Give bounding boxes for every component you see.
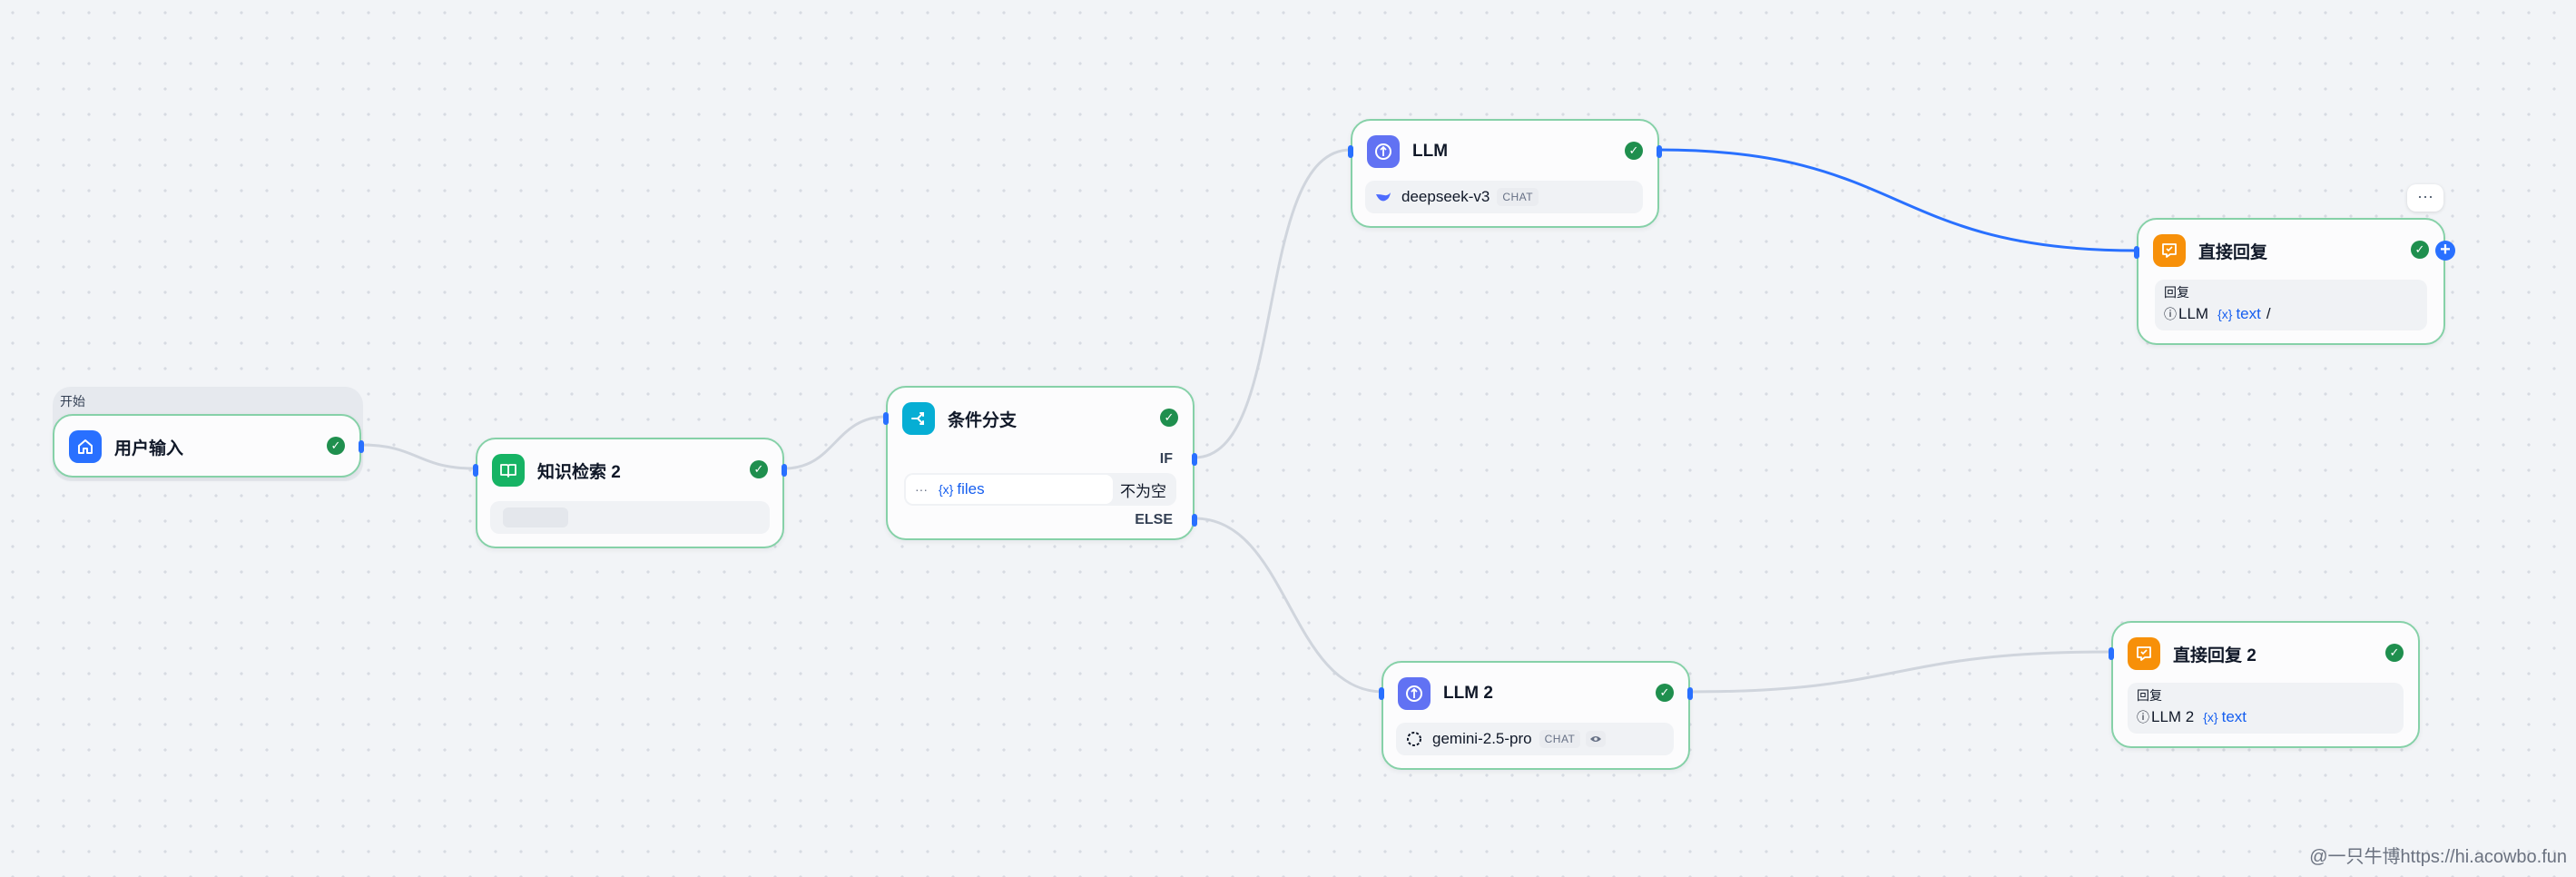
condition-variable-box[interactable]: ··· {x} files [906, 475, 1113, 504]
model-name: gemini-2.5-pro [1432, 730, 1532, 747]
input-handle[interactable] [2134, 246, 2139, 259]
input-handle[interactable] [2109, 647, 2114, 660]
llm-icon [1367, 135, 1400, 168]
condition-variable: files [957, 480, 985, 498]
knowledge-dataset-placeholder [490, 501, 770, 534]
node-title: LLM [1412, 142, 1449, 161]
edge-knowledge-ifelse [783, 415, 887, 470]
success-check-icon: ✓ [2411, 241, 2429, 259]
node-title: 直接回复 2 [2173, 645, 2256, 665]
output-handle[interactable] [1687, 687, 1693, 700]
book-icon [492, 454, 525, 487]
variable-icon: {x} [2217, 307, 2233, 321]
reply-suffix: / [2266, 305, 2271, 322]
ref-node-name: LLM 2 [2151, 708, 2195, 725]
node-title: 条件分支 [948, 410, 1018, 430]
input-handle[interactable] [883, 412, 889, 425]
start-group-label: 开始 [60, 394, 85, 409]
node-if-else[interactable]: 条件分支 ✓ IF ··· {x} files 不为空 ELSE [883, 386, 1197, 540]
edge-llm1-answer1 [1658, 148, 2138, 252]
node-more-button[interactable]: ··· [2407, 184, 2443, 212]
eye-icon [1586, 731, 1607, 747]
node-title: LLM 2 [1443, 684, 1493, 703]
output-handle[interactable] [1657, 145, 1662, 158]
condition-row[interactable]: ··· {x} files 不为空 [904, 473, 1176, 506]
reply-content[interactable]: 回复 ⓘ LLM {x} text / [2155, 280, 2427, 330]
node-title: 用户输入 [114, 438, 184, 458]
variable-icon: {x} [939, 482, 954, 497]
gemini-icon [1405, 730, 1423, 748]
node-direct-reply-2[interactable]: 直接回复 2 ✓ 回复 ⓘ LLM 2 {x} text [2109, 621, 2420, 748]
llm-icon [1398, 677, 1431, 710]
node-user-input[interactable]: 用户输入 ✓ [53, 414, 364, 478]
success-check-icon: ✓ [1656, 684, 1674, 702]
reply-icon [2153, 234, 2186, 267]
reply-content[interactable]: 回复 ⓘ LLM 2 {x} text [2128, 683, 2404, 734]
watermark: @一只牛博https://hi.acowbo.fun [2309, 847, 2567, 867]
reply-variable-ref: ⓘ LLM {x} text / [2164, 305, 2418, 323]
variable-icon: {x} [2203, 710, 2218, 724]
success-check-icon: ✓ [327, 437, 345, 455]
more-icon[interactable]: ··· [915, 482, 928, 497]
ref-variable: text [2221, 708, 2247, 725]
else-output-handle[interactable] [1192, 514, 1197, 527]
input-handle[interactable] [1348, 145, 1353, 158]
node-title: 直接回复 [2198, 242, 2268, 262]
edge-if-llm1 [1194, 148, 1352, 459]
model-mode-tag: CHAT [1497, 188, 1539, 206]
reply-icon [2128, 637, 2160, 670]
model-selector[interactable]: gemini-2.5-pro CHAT [1396, 723, 1674, 755]
ref-node-name: LLM [2178, 305, 2209, 322]
llm-icon: ⓘ [2137, 710, 2149, 724]
output-handle[interactable] [782, 464, 787, 477]
node-direct-reply[interactable]: 直接回复 ✓ 回复 ⓘ LLM {x} text / + [2134, 218, 2455, 345]
reply-label: 回复 [2164, 285, 2189, 300]
edge-else-llm2 [1194, 517, 1384, 694]
condition-operator: 不为空 [1120, 482, 1166, 500]
output-handle[interactable] [359, 440, 364, 453]
ref-variable: text [2236, 305, 2261, 322]
model-selector[interactable]: deepseek-v3 CHAT [1365, 181, 1643, 213]
node-llm-2[interactable]: LLM 2 ✓ gemini-2.5-pro CHAT [1379, 661, 1693, 770]
success-check-icon: ✓ [1160, 409, 1178, 427]
else-label: ELSE [1135, 512, 1173, 527]
reply-variable-ref: ⓘ LLM 2 {x} text [2137, 708, 2394, 726]
reply-label: 回复 [2137, 688, 2162, 703]
home-icon [69, 430, 102, 463]
model-name: deepseek-v3 [1401, 188, 1490, 205]
node-title: 知识检索 2 [537, 462, 621, 482]
success-check-icon: ✓ [2385, 644, 2404, 662]
edge-llm2-answer2 [1689, 650, 2112, 694]
llm-icon: ⓘ [2164, 307, 2177, 321]
input-handle[interactable] [473, 464, 478, 477]
add-node-button[interactable]: + [2435, 241, 2455, 261]
node-llm[interactable]: LLM ✓ deepseek-v3 CHAT [1348, 119, 1662, 228]
success-check-icon: ✓ [750, 460, 768, 478]
edge-start-knowledge [360, 443, 475, 470]
success-check-icon: ✓ [1625, 142, 1643, 160]
input-handle[interactable] [1379, 687, 1384, 700]
if-output-handle[interactable] [1192, 453, 1197, 466]
deepseek-icon [1374, 188, 1392, 206]
model-mode-tag: CHAT [1539, 730, 1581, 748]
if-label: IF [1159, 451, 1173, 467]
node-knowledge-retrieval[interactable]: 知识检索 2 ✓ [473, 438, 787, 548]
dataset-skeleton [503, 507, 568, 527]
branch-icon [902, 402, 935, 435]
